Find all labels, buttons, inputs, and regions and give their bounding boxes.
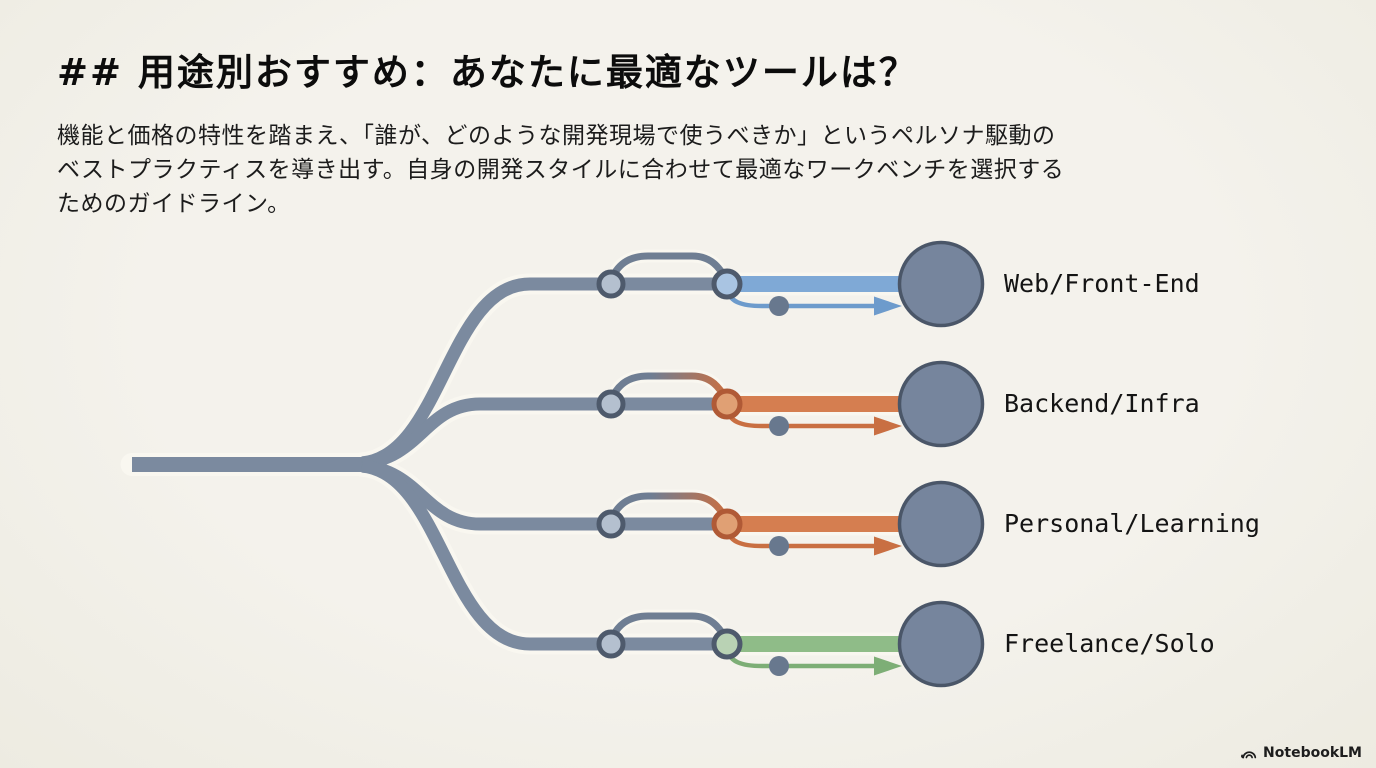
junction-node-right-4 [711,628,743,660]
junction-node-left-4 [596,629,626,659]
endpoint-label-freelance-solo: Freelance/Solo [1004,629,1215,658]
halo-layer [120,249,953,656]
logo-inner-arc [1245,753,1253,758]
intro-line: ためのガイドライン。 [57,191,291,217]
endpoint-label-backend-infra: Backend/Infra [1004,389,1200,418]
bypass-arc-1 [606,252,730,284]
commit-dot-2 [769,416,789,436]
endpoint-node-1 [897,240,985,328]
flow-arrowhead-2 [874,416,902,436]
commit-dot-1 [769,296,789,316]
logo-arcs [1241,750,1257,758]
endpoint-label-web-front-end: Web/Front-End [1004,269,1200,298]
bypass-arc-4 [606,612,730,644]
intro-line: 機能と価格の特性を踏まえ、「誰が、どのような開発現場で使うべきか」というペルソナ… [57,123,1056,149]
commit-dot-3 [769,536,789,556]
commit-dot-4 [769,656,789,676]
junction-node-right-3 [711,508,743,540]
branch-line-4 [360,459,733,651]
bypass-arc-3 [606,492,730,524]
junction-node-left-3 [596,509,626,539]
intro-line: ベストプラクティスを導き出す。自身の開発スタイルに合わせて最適なワークベンチを選… [57,157,1065,183]
notebooklm-watermark: NotebookLM [1241,745,1362,761]
logo-curl [1241,754,1245,758]
junction-node-right-2 [711,388,743,420]
junction-node-right-1 [711,268,743,300]
endpoint-label-personal-learning: Personal/Learning [1004,509,1260,538]
endpoint-node-3 [897,480,985,568]
flow-arrowhead-1 [874,296,902,316]
junction-node-left-2 [596,389,626,419]
flow-arrowhead-3 [874,536,902,556]
brand-text: NotebookLM [1263,745,1362,761]
page-title: ## 用途別おすすめ：あなたに最適なツールは？ [57,51,918,94]
notebooklm-logo-icon [1241,750,1257,758]
junction-node-left-1 [596,269,626,299]
endpoint-node-4 [897,600,985,688]
bypass-arc-2 [606,372,730,404]
intro-paragraph: 機能と価格の特性を踏まえ、「誰が、どのような開発現場で使うべきか」というペルソナ… [57,119,1157,221]
branch-line-2 [361,397,733,470]
flow-arrowhead-4 [874,656,902,676]
logo-outer-arc [1242,750,1257,758]
endpoint-node-2 [897,360,985,448]
